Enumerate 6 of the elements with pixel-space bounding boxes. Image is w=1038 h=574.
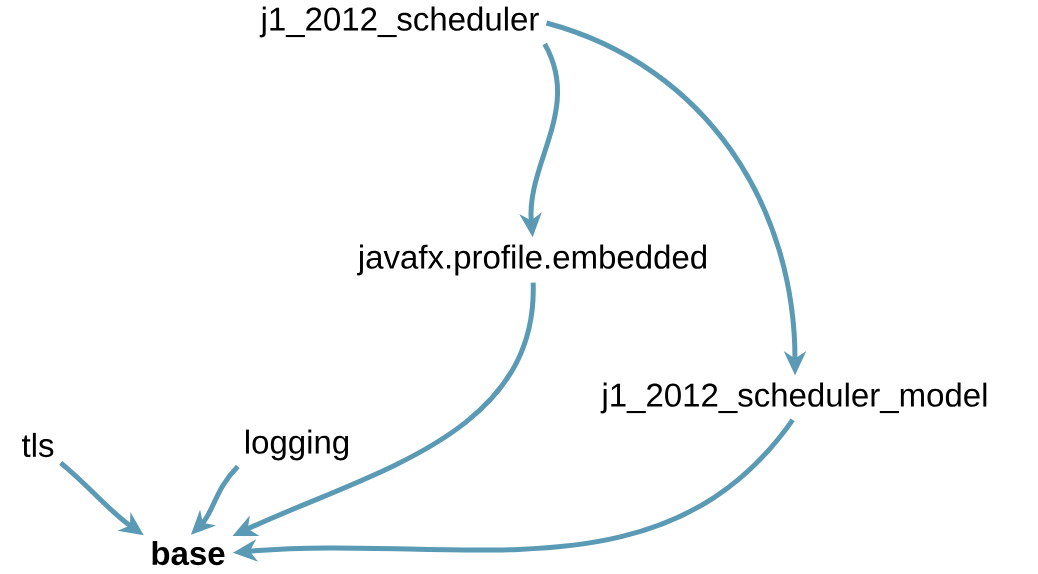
node-label: base — [152, 540, 225, 566]
node-label: javafx.profile.embedded — [357, 244, 706, 276]
node-label: logging — [246, 429, 349, 461]
node-label: j1_2012_scheduler — [259, 6, 539, 38]
node-label: tls — [22, 432, 54, 458]
node-label: j1_2012_scheduler_model — [600, 382, 987, 414]
